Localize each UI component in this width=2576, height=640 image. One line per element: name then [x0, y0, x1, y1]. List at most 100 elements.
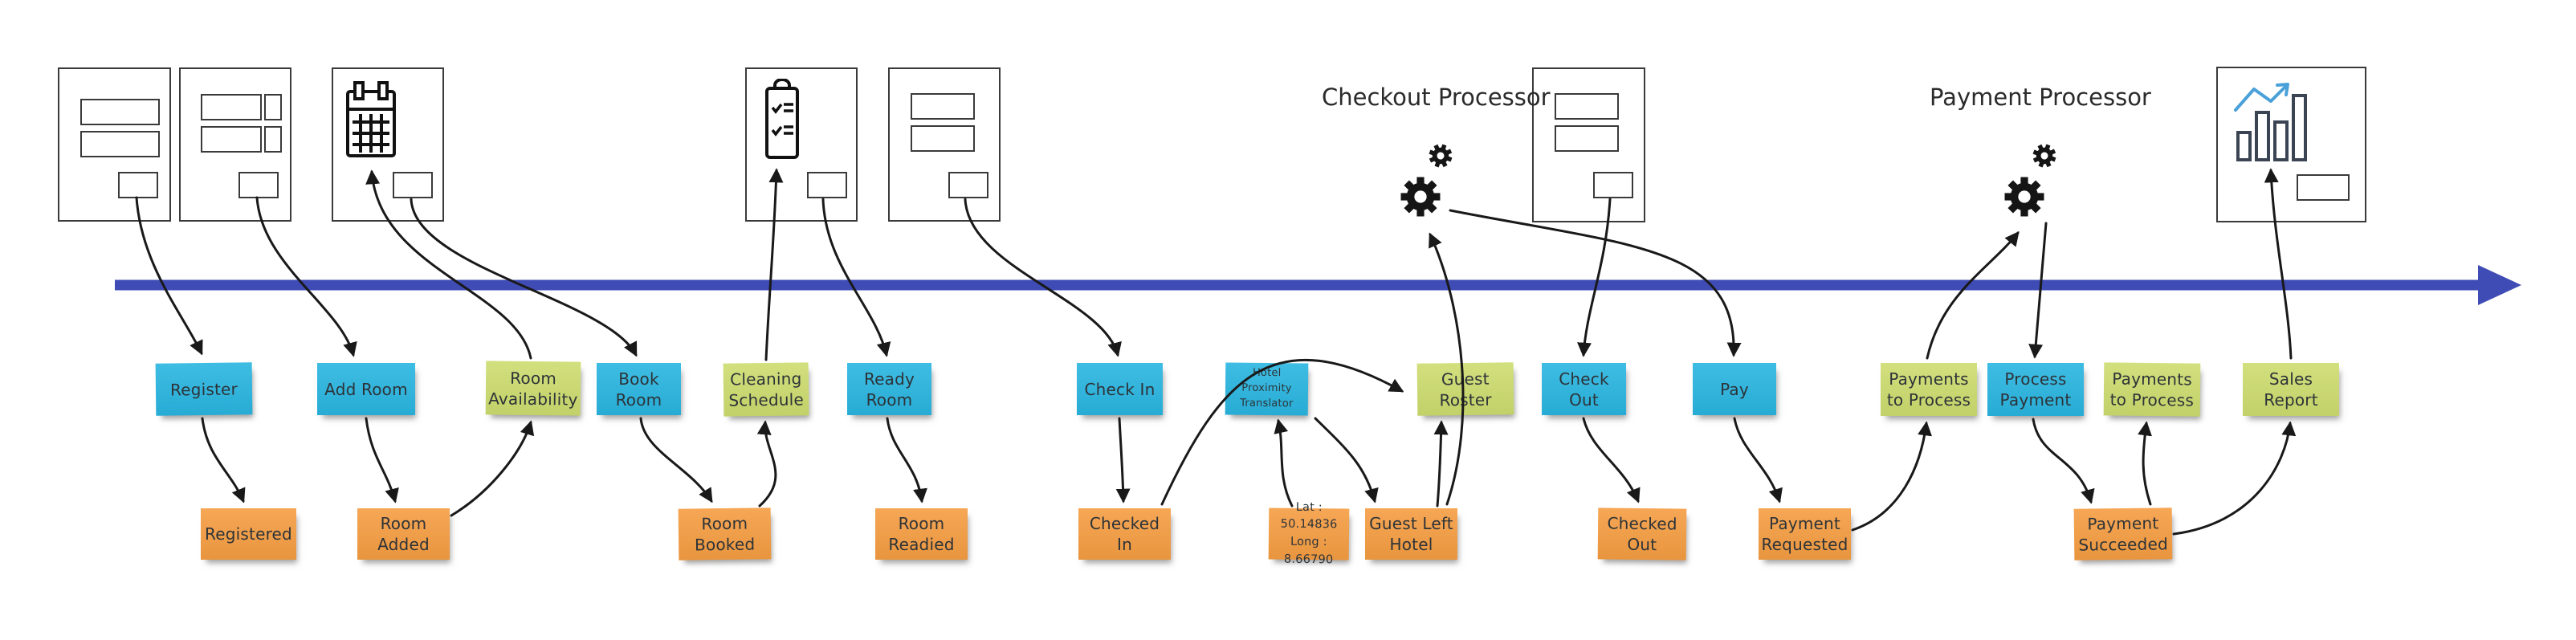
sticky-label: Ready Room	[863, 369, 915, 410]
button-shape	[1593, 172, 1633, 198]
sticky-label: Room Booked	[694, 513, 756, 555]
sticky-hotel-location[interactable]: Lat : 50.14836 Long : 8.66790	[1268, 500, 1350, 566]
sticky-label: Cleaning Schedule	[728, 369, 805, 410]
arrow-ready-room-to-room-readied	[886, 417, 927, 503]
sticky-label: Room Added	[377, 514, 430, 554]
sticky-label: Pay	[1720, 379, 1749, 399]
checklist-clipboard-icon	[765, 79, 799, 159]
input-field	[264, 126, 282, 153]
sticky-payments-to-process-1[interactable]: Payments to Process	[1881, 363, 1977, 416]
button-shape	[2297, 174, 2350, 201]
sticky-payments-to-process-2[interactable]: Payments to Process	[2103, 362, 2201, 417]
arrow-process-payment-to-payment-succeeded	[2032, 418, 2095, 504]
checkout-processor-label[interactable]: Checkout Processor	[1322, 84, 1551, 111]
arrow-add-room-to-room-added	[365, 417, 399, 503]
wireframe-check-out-screen[interactable]	[1532, 67, 1645, 222]
bar-chart-trend-icon	[2234, 83, 2307, 161]
sticky-checked-out[interactable]: Checked Out	[1597, 508, 1687, 561]
arrow-cleaning-screen-to-ready-room	[821, 198, 891, 357]
input-field	[80, 131, 160, 157]
sticky-label: Checked In	[1089, 514, 1160, 554]
sticky-label: Payments to Process	[1886, 369, 1971, 410]
sticky-sales-report[interactable]: Sales Report	[2243, 363, 2339, 416]
arrow-guest-left-hotel-to-guest-roster	[1433, 420, 1449, 508]
sticky-label-long: Long : 8.66790	[1283, 535, 1334, 567]
sticky-label: Check In	[1084, 379, 1156, 399]
input-field	[201, 126, 262, 153]
sticky-label-lat: Lat : 50.14836	[1280, 500, 1338, 532]
arrow-check-out-screen-to-check-out	[1577, 198, 1612, 357]
input-field	[201, 94, 262, 120]
arrow-hotel-location-to-translator	[1274, 418, 1294, 508]
sticky-label: Guest Left Hotel	[1369, 514, 1453, 554]
wireframe-sales-report-screen[interactable]	[2216, 67, 2366, 222]
sticky-label: Registered	[205, 524, 292, 544]
sticky-add-room[interactable]: Add Room	[317, 363, 415, 415]
calendar-icon	[346, 81, 396, 157]
sticky-label: Process Payment	[1999, 369, 2072, 410]
sticky-payment-requested[interactable]: Payment Requested	[1759, 508, 1851, 560]
arrow-room-booked-to-cleaning-schedule	[756, 420, 777, 508]
sticky-guest-roster[interactable]: Guest Roster	[1416, 362, 1514, 416]
sticky-hotel-proximity-translator[interactable]: Hotel Proximity Translator	[1225, 362, 1309, 416]
wireframe-cleaning-screen[interactable]	[745, 67, 858, 222]
button-shape	[118, 172, 158, 198]
arrow-payment-processor-to-process-payment	[2028, 222, 2048, 359]
checkout-processor-gears-icon	[1400, 141, 1456, 217]
arrow-checkout-processor-to-pay	[1449, 209, 1742, 357]
button-shape	[948, 172, 988, 198]
wireframe-register-screen[interactable]	[58, 67, 171, 222]
sticky-label: Checked Out	[1607, 513, 1677, 555]
arrow-payment-succeeded-to-payments-to-process	[2138, 421, 2152, 506]
sticky-room-added[interactable]: Room Added	[357, 508, 450, 560]
sticky-label: Register	[169, 378, 238, 400]
sticky-check-out[interactable]: Check Out	[1542, 363, 1626, 415]
sticky-process-payment[interactable]: Process Payment	[1987, 363, 2084, 416]
sticky-room-availability[interactable]: Room Availability	[485, 361, 581, 416]
payment-processor-label[interactable]: Payment Processor	[1930, 84, 2151, 111]
sticky-label: Payment Succeeded	[2078, 513, 2169, 555]
input-field	[264, 94, 282, 120]
button-shape	[238, 172, 279, 198]
sticky-check-in[interactable]: Check In	[1077, 363, 1163, 415]
sticky-ready-room[interactable]: Ready Room	[847, 363, 931, 415]
arrow-check-out-to-checked-out	[1582, 417, 1641, 503]
arrow-check-in-to-checked-in	[1115, 417, 1131, 503]
timeline-arrow	[115, 265, 2521, 305]
wireframe-check-in-screen[interactable]	[888, 67, 1001, 222]
arrow-room-added-to-room-availability	[450, 420, 535, 517]
sticky-label: Book Room	[615, 369, 662, 410]
button-shape	[393, 172, 433, 198]
sticky-label: Check Out	[1559, 369, 1609, 410]
sticky-label: Hotel Proximity Translator	[1240, 367, 1294, 410]
sticky-label: Payments to Process	[2109, 369, 2195, 410]
sticky-pay[interactable]: Pay	[1693, 363, 1776, 415]
sticky-payment-succeeded[interactable]: Payment Succeeded	[2073, 508, 2173, 561]
sticky-checked-in[interactable]: Checked In	[1078, 508, 1171, 560]
sticky-cleaning-schedule[interactable]: Cleaning Schedule	[723, 362, 809, 417]
sticky-label: Add Room	[324, 379, 408, 399]
sticky-registered[interactable]: Registered	[201, 508, 296, 560]
sticky-book-room[interactable]: Book Room	[597, 363, 681, 415]
input-field	[1555, 125, 1619, 152]
sticky-room-readied[interactable]: Room Readied	[875, 508, 968, 560]
arrow-payments-to-process-to-payment-processor	[1926, 230, 2020, 360]
arrow-translator-to-guest-left-hotel	[1314, 417, 1379, 503]
input-field	[911, 125, 975, 152]
arrow-availability-screen-to-book-room	[410, 198, 638, 357]
wireframe-availability-screen[interactable]	[332, 67, 444, 222]
sticky-label: Guest Roster	[1439, 369, 1492, 410]
wireframe-add-room-screen[interactable]	[179, 67, 291, 222]
arrow-payment-succeeded-to-sales-report	[2172, 421, 2297, 536]
sticky-label: Room Availability	[488, 368, 578, 410]
sticky-register[interactable]: Register	[155, 362, 253, 416]
arrow-register-to-registered	[201, 417, 246, 503]
arrow-book-room-to-room-booked	[639, 417, 713, 503]
input-field	[1555, 93, 1619, 120]
sticky-room-booked[interactable]: Room Booked	[678, 508, 772, 561]
sticky-label: Room Readied	[888, 514, 955, 554]
arrow-check-in-screen-to-check-in	[964, 198, 1122, 357]
sticky-guest-left-hotel[interactable]: Guest Left Hotel	[1365, 508, 1457, 560]
input-field	[80, 99, 160, 125]
